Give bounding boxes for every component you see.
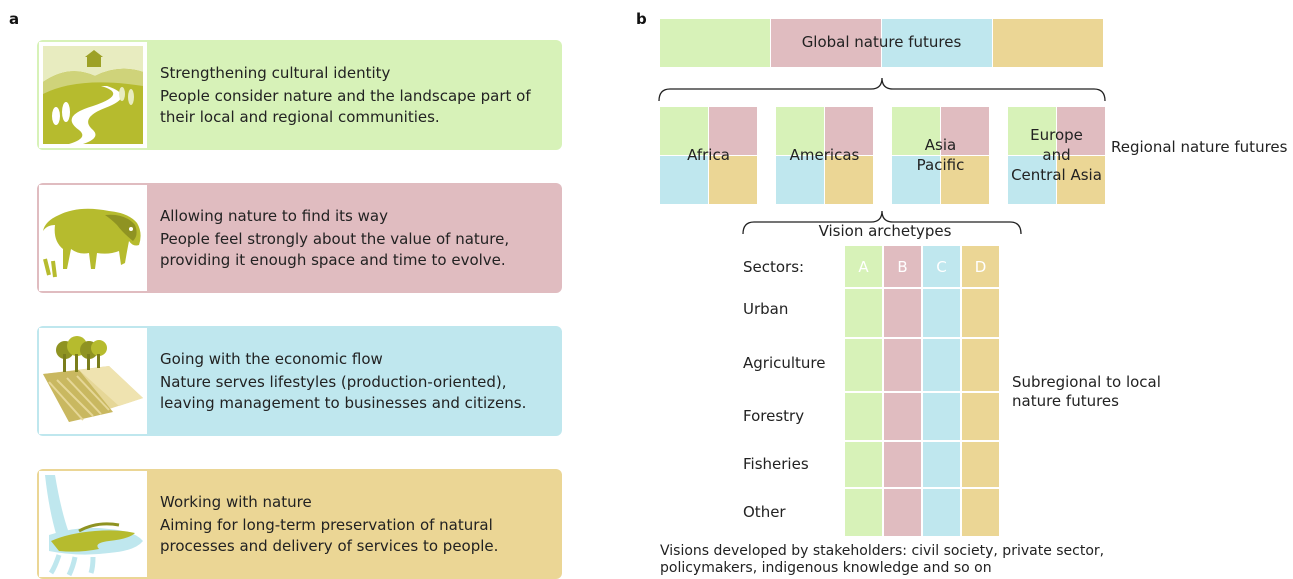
region-cell-green <box>660 107 708 155</box>
region-cell-yellow <box>709 156 757 204</box>
region-cell-green <box>776 107 824 155</box>
region-cell-yellow <box>941 156 989 204</box>
footnote: Visions developed by stakeholders: civil… <box>660 543 1105 576</box>
region-cell-pink <box>1057 107 1105 155</box>
sectors-label: Sectors: <box>743 258 805 276</box>
card-description: Aiming for long-term preservation of nat… <box>160 516 499 555</box>
region-label: Europe and Central Asia <box>1011 126 1102 184</box>
region-cell-pink <box>941 107 989 155</box>
sector-label: Fisheries <box>743 455 809 473</box>
card-working-with-nature: Working with nature Aiming for long-term… <box>37 469 562 579</box>
card-cultural-identity: Strengthening cultural identity People c… <box>37 40 562 150</box>
card-title: Allowing nature to find its way <box>160 207 388 225</box>
region-cell-blue <box>892 156 940 204</box>
region-label: Africa <box>687 146 730 164</box>
region-label: Asia Pacific <box>916 136 965 174</box>
region-label: Americas <box>789 146 860 164</box>
card-description: People feel strongly about the value of … <box>160 230 510 269</box>
region-cell-blue <box>776 156 824 204</box>
global-brace <box>658 77 1106 102</box>
global-segment-yellow <box>993 19 1103 67</box>
vision-archetypes-label: Vision archetypes <box>818 222 952 240</box>
card-economic-flow: Going with the economic flow Nature serv… <box>37 326 562 436</box>
sector-label: Other <box>743 503 786 521</box>
card-nature-find-way: Allowing nature to find its way People f… <box>37 183 562 293</box>
region-cell-green <box>1008 107 1056 155</box>
card-title: Working with nature <box>160 493 312 511</box>
archetype-brace <box>742 210 1022 235</box>
panel-a-label: a <box>9 10 20 28</box>
subregional-futures-label: Subregional to local nature futures <box>1012 373 1161 410</box>
region-cell-blue <box>1008 156 1056 204</box>
region-cell-green <box>892 107 940 155</box>
card-title: Strengthening cultural identity <box>160 64 391 82</box>
panel-b-label: b <box>636 10 647 28</box>
card-title: Going with the economic flow <box>160 350 383 368</box>
global-segment-blue <box>882 19 992 67</box>
region-cell-yellow <box>1057 156 1105 204</box>
archetype-column-label: D <box>974 258 987 276</box>
region-cell-blue <box>660 156 708 204</box>
archetype-column-label: C <box>936 258 947 276</box>
hand-water-icon <box>39 471 147 577</box>
sector-label: Forestry <box>743 407 805 425</box>
farm-field-icon <box>39 328 147 434</box>
card-description: Nature serves lifestyles (production-ori… <box>160 373 527 412</box>
regional-futures-label: Regional nature futures <box>1111 138 1288 156</box>
global-futures-label: Global nature futures <box>801 33 962 51</box>
region-cell-pink <box>709 107 757 155</box>
bison-icon <box>39 185 147 291</box>
archetype-column-label: B <box>897 258 908 276</box>
global-segment-green <box>660 19 770 67</box>
sector-label: Agriculture <box>743 354 826 372</box>
region-cell-pink <box>825 107 873 155</box>
sector-label: Urban <box>743 300 789 318</box>
region-cell-yellow <box>825 156 873 204</box>
global-segment-pink <box>771 19 881 67</box>
landscape-road-icon <box>39 42 147 148</box>
archetype-column-label: A <box>858 258 869 276</box>
card-description: People consider nature and the landscape… <box>160 87 531 126</box>
